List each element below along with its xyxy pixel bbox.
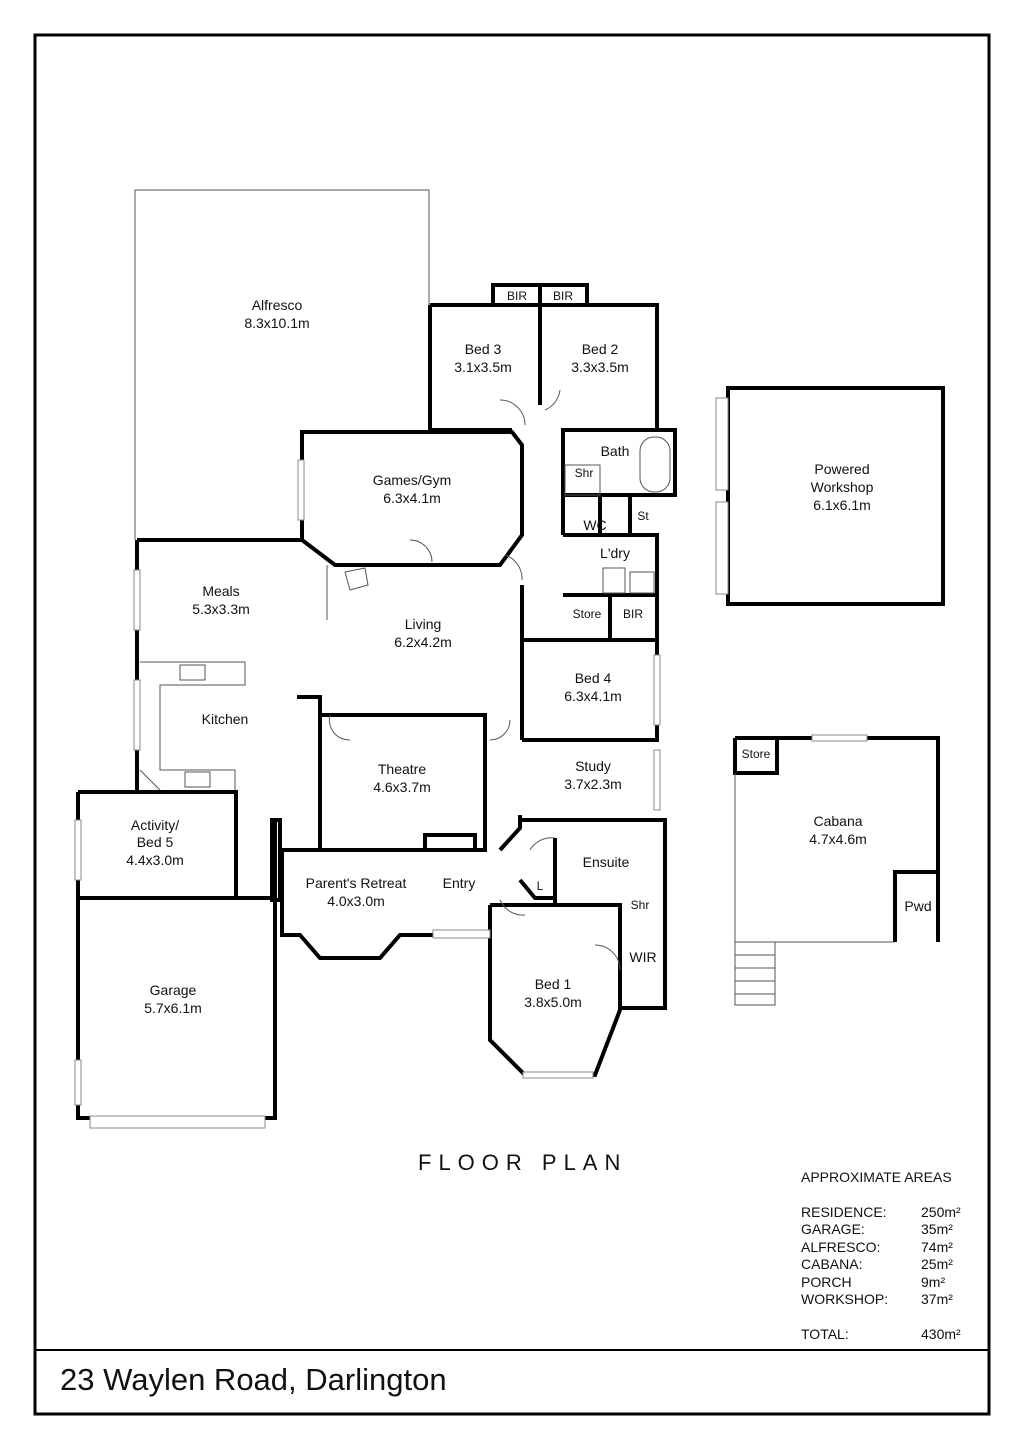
page-border bbox=[33, 33, 991, 1416]
room-name-study: Study bbox=[575, 758, 611, 774]
area-row: ALFRESCO: 74m² bbox=[801, 1239, 971, 1257]
room-name-meals: Meals bbox=[202, 583, 239, 599]
room-size-activity: 4.4x3.0m bbox=[126, 852, 184, 868]
room-size-study: 3.7x2.3m bbox=[564, 776, 622, 792]
room-name-entry: Entry bbox=[443, 875, 476, 891]
room-name-bir: BIR bbox=[553, 289, 573, 303]
room-size-bed2: 3.3x3.5m bbox=[571, 359, 629, 375]
area-row: CABANA: 25m² bbox=[801, 1256, 971, 1274]
games-walls bbox=[300, 430, 524, 567]
room-name-bath: Bath bbox=[601, 443, 630, 459]
room-name-cabana: Cabana bbox=[813, 813, 862, 829]
room-name-kitchen: Kitchen bbox=[202, 711, 249, 727]
area-value: 9m² bbox=[921, 1273, 946, 1290]
area-label: RESIDENCE: bbox=[801, 1203, 887, 1220]
room-name-linen: L bbox=[537, 879, 544, 893]
room-name-bed4: Bed 4 bbox=[575, 670, 612, 686]
area-value: 74m² bbox=[921, 1238, 953, 1255]
areas-heading: APPROXIMATE AREAS bbox=[801, 1169, 952, 1185]
area-label: CABANA: bbox=[801, 1256, 863, 1272]
room-size-living: 6.2x4.2m bbox=[394, 634, 452, 650]
room-size-meals: 5.3x3.3m bbox=[192, 601, 250, 617]
room-name-garage: Garage bbox=[150, 982, 197, 998]
room-name-bed2: Bed 2 bbox=[582, 341, 619, 357]
room-size-bed3: 3.1x3.5m bbox=[454, 359, 512, 375]
room-size-bed4: 6.3x4.1m bbox=[564, 688, 622, 704]
area-total-value: 430m² bbox=[921, 1325, 961, 1342]
south-walls bbox=[280, 815, 667, 1077]
room-name-bed5: Bed 5 bbox=[137, 834, 174, 850]
area-label: WORKSHOP: bbox=[801, 1291, 889, 1307]
area-row: PORCH 9m² bbox=[801, 1274, 971, 1292]
room-name-bir: BIR bbox=[623, 607, 643, 621]
area-label: PORCH bbox=[801, 1273, 852, 1290]
room-size-garage: 5.7x6.1m bbox=[144, 1000, 202, 1016]
room-name-store: Store bbox=[573, 607, 602, 621]
room-name-store: St bbox=[637, 509, 649, 523]
area-total-row: TOTAL: 430m² bbox=[801, 1326, 971, 1344]
cabana-walls bbox=[733, 736, 940, 942]
area-row: WORKSHOP: 37m² bbox=[801, 1291, 971, 1309]
room-name-games: Games/Gym bbox=[373, 472, 452, 488]
areas-table: APPROXIMATE AREAS RESIDENCE: 250m² GARAGE… bbox=[801, 1169, 971, 1343]
room-name-bed3: Bed 3 bbox=[465, 341, 502, 357]
area-label: GARAGE: bbox=[801, 1221, 865, 1237]
room-name-living: Living bbox=[405, 616, 442, 632]
room-size-bed1: 3.8x5.0m bbox=[524, 994, 582, 1010]
room-name-activity: Activity/ bbox=[131, 817, 179, 833]
floor-plan-heading: FLOOR PLAN bbox=[418, 1150, 628, 1175]
room-size-games: 6.3x4.1m bbox=[383, 490, 441, 506]
room-name-ensuite: Ensuite bbox=[583, 854, 630, 870]
property-address: 23 Waylen Road, Darlington bbox=[60, 1362, 447, 1397]
area-label: ALFRESCO: bbox=[801, 1238, 881, 1255]
alfresco-outline bbox=[134, 189, 430, 540]
workshop-walls bbox=[726, 386, 945, 606]
room-name-powder: Pwd bbox=[904, 898, 931, 914]
room-name-retreat: Parent's Retreat bbox=[306, 875, 407, 891]
room-name-wc: WC bbox=[583, 517, 606, 533]
area-row: GARAGE: 35m² bbox=[801, 1221, 971, 1239]
room-name-theatre: Theatre bbox=[378, 761, 426, 777]
room-name-workshop: Workshop bbox=[811, 479, 874, 495]
room-size-cabana: 4.7x4.6m bbox=[809, 831, 867, 847]
room-name-alfresco: Alfresco bbox=[252, 297, 303, 313]
room-name-shower: Shr bbox=[631, 898, 650, 912]
main-walls bbox=[76, 538, 302, 1120]
room-name-bir: BIR bbox=[507, 289, 527, 303]
room-name-store: Store bbox=[742, 747, 771, 761]
area-total-label: TOTAL: bbox=[801, 1325, 849, 1342]
room-name-laundry: L'dry bbox=[600, 545, 630, 561]
room-name-bed1: Bed 1 bbox=[535, 976, 572, 992]
area-row: RESIDENCE: 250m² bbox=[801, 1204, 971, 1222]
area-value: 25m² bbox=[921, 1256, 953, 1272]
area-value: 35m² bbox=[921, 1221, 953, 1237]
area-value: 37m² bbox=[921, 1291, 953, 1307]
area-value: 250m² bbox=[921, 1203, 961, 1220]
room-name-shower: Shr bbox=[575, 466, 594, 480]
room-size-theatre: 4.6x3.7m bbox=[373, 779, 431, 795]
room-name-workshop: Powered bbox=[814, 461, 869, 477]
room-size-alfresco: 8.3x10.1m bbox=[244, 315, 309, 331]
room-size-retreat: 4.0x3.0m bbox=[327, 893, 385, 909]
room-name-wir: WIR bbox=[629, 949, 656, 965]
room-size-workshop: 6.1x6.1m bbox=[813, 497, 871, 513]
